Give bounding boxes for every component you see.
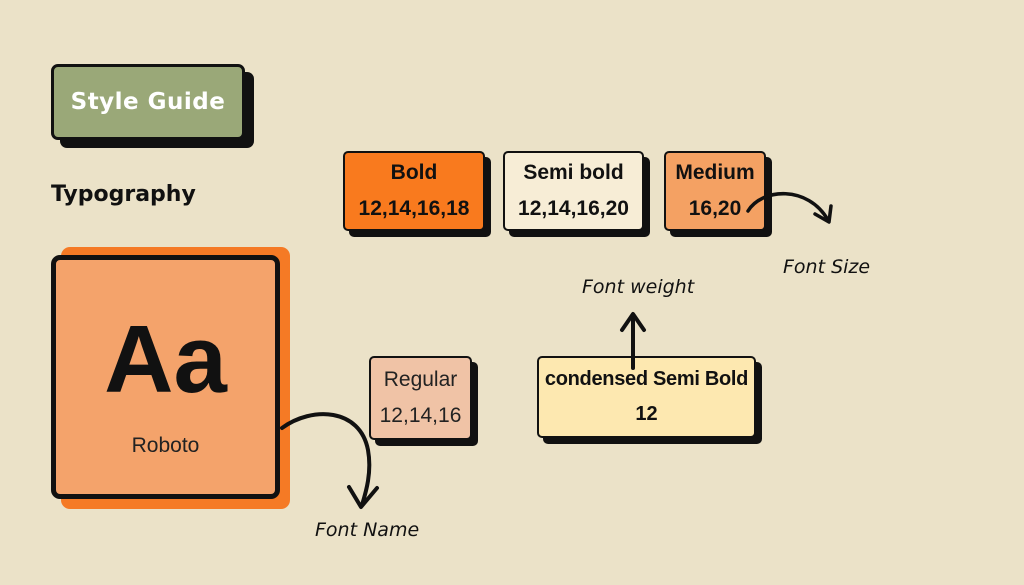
annotation-font-size: Font Size	[783, 256, 871, 278]
weight-name: Semi bold	[523, 160, 624, 184]
arrow-font-name-icon	[280, 412, 379, 509]
weight-sizes: 12,14,16,18	[358, 197, 470, 220]
annotation-font-name: Font Name	[315, 519, 420, 541]
arrow-font-weight-icon	[620, 312, 646, 370]
weight-name: condensed Semi Bold	[544, 368, 749, 390]
weight-card-semibold: Semi bold 12,14,16,20	[503, 151, 644, 231]
typography-heading: Typography	[51, 182, 196, 207]
weight-name: Bold	[390, 160, 438, 184]
font-sample-glyphs: Aa	[104, 306, 227, 413]
weight-name: Regular	[383, 367, 458, 391]
weight-sizes: 12,14,16,20	[518, 197, 629, 220]
weight-card-medium: Medium 16,20	[664, 151, 766, 231]
font-sample-card: Aa Roboto	[51, 255, 280, 499]
weight-card-regular: Regular 12,14,16	[369, 356, 472, 440]
weight-sizes: 12	[635, 403, 658, 425]
style-guide-title: Style Guide	[51, 64, 245, 140]
weight-name: Medium	[675, 160, 755, 184]
arrow-font-size-icon	[746, 191, 833, 224]
weight-sizes: 12,14,16	[379, 404, 462, 427]
weight-card-condensed-semibold: condensed Semi Bold 12	[537, 356, 756, 438]
font-name: Roboto	[131, 434, 200, 457]
weight-sizes: 16,20	[688, 197, 742, 220]
annotation-font-weight: Font weight	[582, 276, 695, 298]
weight-card-bold: Bold 12,14,16,18	[343, 151, 485, 231]
